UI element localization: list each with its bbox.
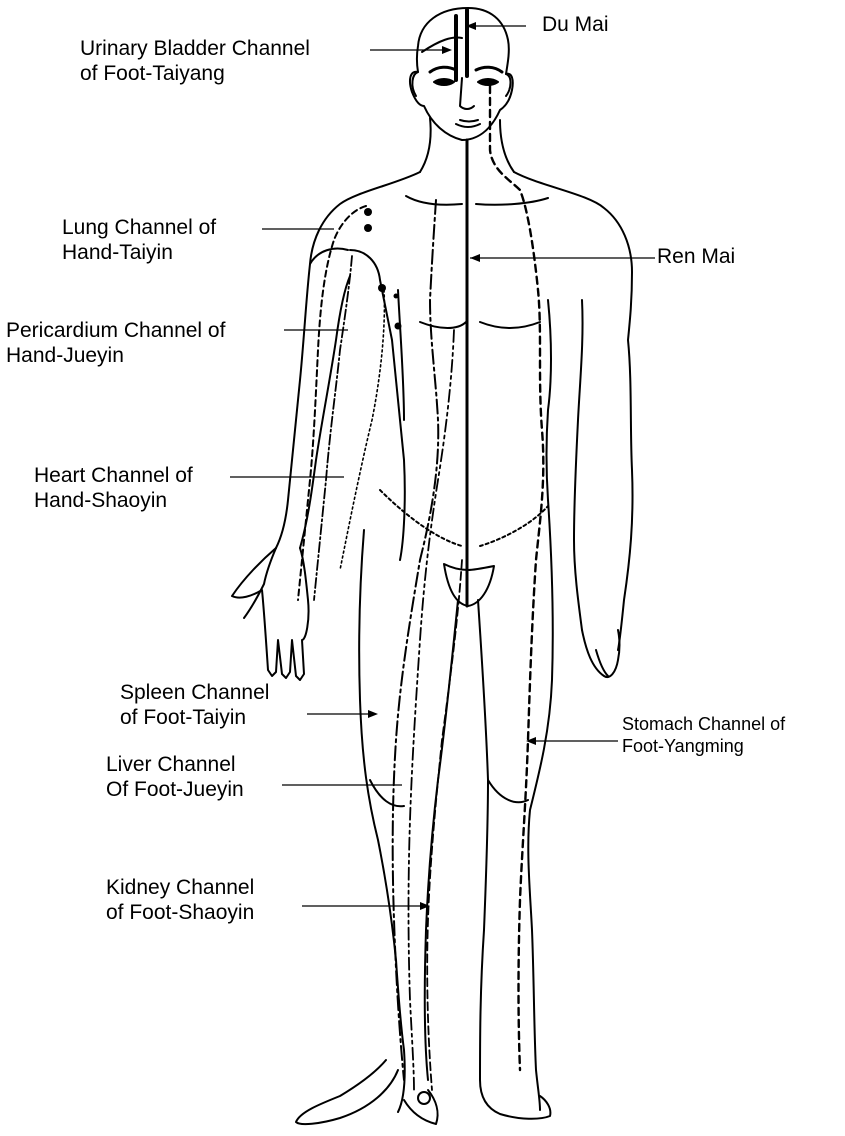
right-leg-outer — [528, 500, 552, 1110]
lung-line — [298, 206, 366, 600]
leader-lines — [230, 26, 655, 906]
groin — [444, 564, 494, 606]
label-kidney: Kidney Channel of Foot-Shaoyin — [106, 875, 254, 925]
label-pericardium: Pericardium Channel of Hand-Jueyin — [6, 318, 225, 368]
body-outline — [232, 8, 633, 1124]
label-lung: Lung Channel of Hand-Taiyin — [62, 215, 216, 265]
left-hand — [232, 548, 309, 680]
left-foot — [296, 1060, 398, 1124]
label-stomach: Stomach Channel of Foot-Yangming — [622, 714, 785, 757]
stomach-line — [490, 86, 543, 1070]
label-urinary-bladder: Urinary Bladder Channel of Foot-Taiyang — [80, 36, 310, 86]
label-heart: Heart Channel of Hand-Shaoyin — [34, 463, 193, 513]
label-du-mai: Du Mai — [542, 12, 609, 37]
heart-line — [340, 290, 384, 570]
label-ren-mai: Ren Mai — [657, 244, 735, 269]
left-leg-outer — [359, 530, 405, 1112]
label-liver: Liver Channel Of Foot-Jueyin — [106, 752, 244, 802]
label-spleen: Spleen Channel of Foot-Taiyin — [120, 680, 269, 730]
pericardium-line — [314, 256, 352, 600]
